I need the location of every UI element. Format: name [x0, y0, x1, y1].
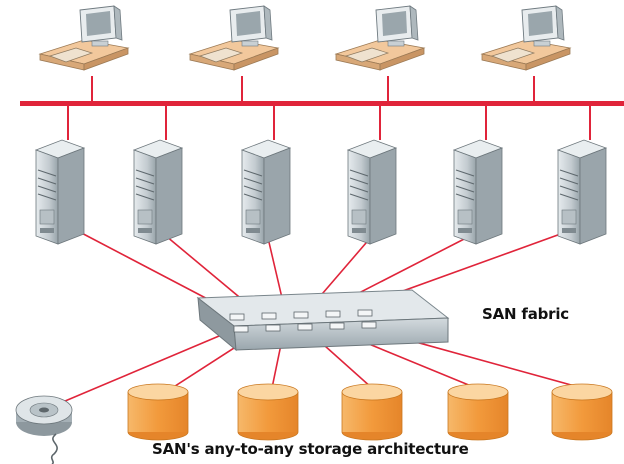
switch-port — [361, 321, 377, 329]
diagram-caption: SAN's any-to-any storage architecture — [152, 440, 469, 458]
server-towers — [34, 139, 608, 245]
desktop-computer-icon — [38, 5, 130, 71]
switch-to-storage-link — [57, 327, 239, 405]
storage-disk-icon — [237, 383, 299, 441]
desktop-computer-icon — [188, 5, 280, 71]
san-fabric-label: SAN fabric — [482, 305, 570, 323]
san-switch — [196, 289, 450, 352]
storage-disk-icon — [551, 383, 613, 441]
storage-disk-icon — [127, 383, 189, 441]
switch-port — [229, 313, 245, 321]
switch-port — [329, 322, 345, 330]
switch-port — [261, 312, 277, 320]
switch-port — [265, 324, 281, 332]
switch-port — [293, 311, 309, 319]
switch-port — [325, 310, 341, 318]
switch-port — [357, 309, 373, 317]
lan-backbone — [20, 101, 624, 106]
desktop-computer-icon — [334, 5, 426, 71]
network-links — [57, 76, 591, 405]
server-tower-icon — [452, 139, 504, 245]
server-tower-icon — [34, 139, 86, 245]
storage-devices — [15, 383, 613, 464]
server-tower-icon — [240, 139, 292, 245]
storage-disk-icon — [341, 383, 403, 441]
server-tower-icon — [346, 139, 398, 245]
client-desktops — [38, 5, 572, 71]
switch-port — [297, 323, 313, 331]
storage-disk-icon — [447, 383, 509, 441]
switch-port — [233, 325, 249, 333]
switch-ports — [229, 309, 377, 333]
server-tower-icon — [556, 139, 608, 245]
desktop-computer-icon — [480, 5, 572, 71]
server-tower-icon — [132, 139, 184, 245]
tape-library-icon — [15, 395, 73, 464]
